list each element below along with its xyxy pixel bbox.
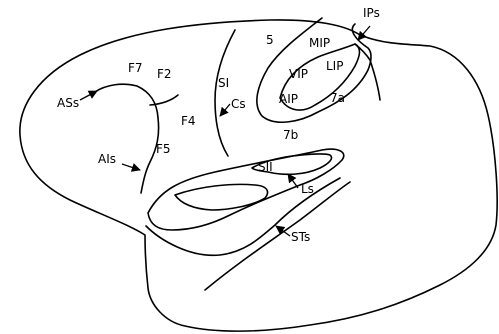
label-vip: VIP xyxy=(289,67,308,81)
label-f2: F2 xyxy=(157,67,172,81)
arcuate-sulcus xyxy=(95,84,159,193)
brain-outline xyxy=(20,20,497,331)
label-sii: SII xyxy=(258,160,273,174)
label-area7b: 7b xyxy=(283,128,298,142)
lateral-sulcus-outer xyxy=(148,149,344,230)
lateral-sulcus-depth xyxy=(175,184,268,210)
label-area7a: 7a xyxy=(330,91,345,105)
inferior-temporal-sulcus xyxy=(205,182,350,290)
label-ls: Ls xyxy=(301,182,314,196)
label-aip: AIP xyxy=(279,92,298,106)
ais-arrow xyxy=(122,164,140,170)
label-ips: IPs xyxy=(363,6,380,20)
label-lip: LIP xyxy=(326,59,343,73)
sts-arrow xyxy=(276,226,290,236)
label-f4: F4 xyxy=(181,114,196,128)
label-si: SI xyxy=(218,76,229,90)
label-cs: Cs xyxy=(231,97,246,111)
label-ais: AIs xyxy=(98,152,116,166)
label-ass: ASs xyxy=(57,96,79,110)
label-f7: F7 xyxy=(128,61,143,75)
ls-arrow xyxy=(288,174,298,188)
label-mip: MIP xyxy=(309,36,330,50)
cs-arrow xyxy=(220,104,230,116)
central-sulcus xyxy=(215,30,235,156)
ass-arrow xyxy=(80,91,97,100)
label-f5: F5 xyxy=(156,142,171,156)
label-area5: 5 xyxy=(266,33,274,47)
label-sts: STs xyxy=(291,230,310,244)
